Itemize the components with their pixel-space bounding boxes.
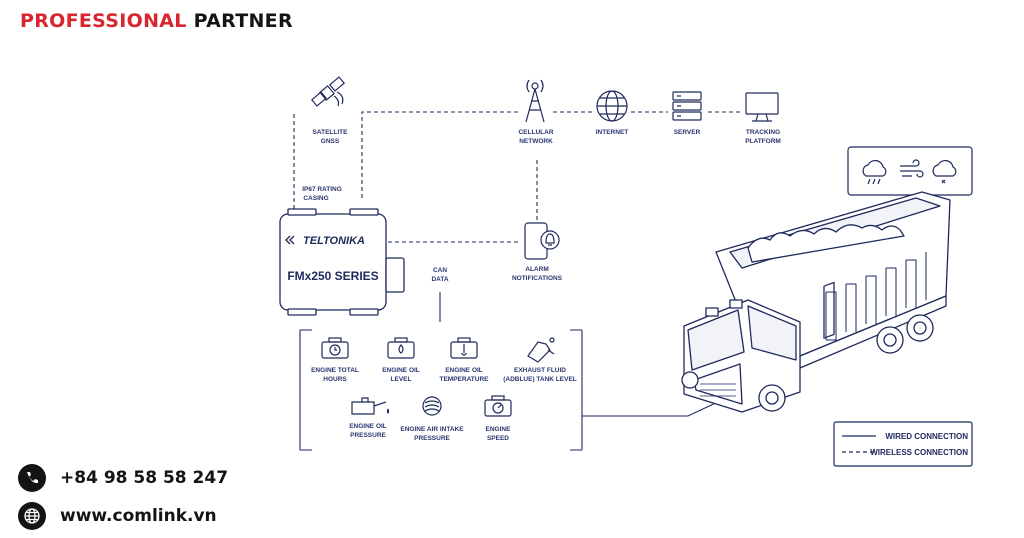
satellite-icon (310, 76, 346, 107)
label-can-1: CAN (433, 267, 447, 274)
brand-partner: PARTNER (193, 10, 293, 32)
label-internet: INTERNET (596, 129, 629, 136)
label-cellular-2: NETWORK (519, 138, 553, 145)
phone-contact[interactable]: +84 98 58 58 247 (18, 464, 228, 492)
label-casing-2: CASING (303, 195, 328, 202)
legend-wired-label: WIRED CONNECTION (885, 432, 968, 441)
website-url[interactable]: www.comlink.vn (60, 506, 217, 526)
sensor-label-6a: ENGINE AIR INTAKE (400, 426, 464, 433)
label-alarm-2: NOTIFICATIONS (512, 275, 563, 282)
engine-oil-temperature-icon (450, 337, 478, 359)
label-satellite-1: SATELLITE (313, 129, 349, 136)
globe-icon (596, 90, 628, 122)
sensor-label-3a: ENGINE OIL (445, 367, 483, 374)
label-server: SERVER (674, 129, 701, 136)
server-icon (672, 91, 702, 121)
label-cellular-1: CELLULAR (518, 129, 553, 136)
sensor-label-7b: SPEED (487, 435, 509, 442)
label-platform-1: TRACKING (746, 129, 780, 136)
oil-can-icon (351, 397, 390, 415)
engine-oil-level-icon (387, 337, 415, 359)
phone-number[interactable]: +84 98 58 58 247 (60, 468, 229, 488)
link-device-cellular (361, 111, 518, 198)
sensor-label-5a: ENGINE OIL (349, 423, 387, 430)
sensor-label-4a: EXHAUST FLUID (514, 367, 566, 374)
monitor-icon (745, 92, 779, 122)
sensor-label-5b: PRESSURE (350, 432, 386, 439)
teltonika-device (279, 208, 405, 316)
legend-wireless-label: WIRELESS CONNECTION (870, 448, 968, 457)
sensor-label-4b: (ADBLUE) TANK LEVEL (503, 376, 577, 383)
cell-tower-icon (525, 79, 545, 123)
device-brand: TELTONIKA (303, 235, 365, 247)
connection-legend (833, 421, 973, 467)
fuel-nozzle-icon (527, 337, 555, 363)
snow-cloud-icon (932, 159, 957, 184)
link-sensors-truck (582, 399, 723, 417)
sensor-bracket-right (570, 329, 583, 451)
sensor-label-1a: ENGINE TOTAL (311, 367, 359, 374)
brand-header: PROFESSIONAL PARTNER (20, 10, 293, 32)
alarm-phone-icon (524, 222, 560, 260)
label-can-2: DATA (431, 276, 448, 283)
sensor-label-1b: HOURS (323, 376, 347, 383)
website-contact[interactable]: www.comlink.vn (18, 502, 217, 530)
phone-icon (18, 464, 46, 492)
label-platform-2: PLATFORM (745, 138, 781, 145)
dump-truck-illustration (681, 191, 951, 413)
sensor-label-7a: ENGINE (486, 426, 512, 433)
brand-professional: PROFESSIONAL (20, 10, 187, 32)
label-casing-1: IP67 RATING (302, 186, 342, 193)
sensor-label-2b: LEVEL (391, 376, 412, 383)
device-series: FMx250 SERIES (287, 269, 378, 283)
rain-cloud-icon (862, 159, 887, 185)
sensor-label-3b: TEMPERATURE (440, 376, 490, 383)
engine-hours-icon (321, 337, 349, 359)
label-satellite-2: GNSS (321, 138, 340, 145)
sensor-bracket-left (299, 329, 312, 451)
globe-icon (18, 502, 46, 530)
sensor-label-2a: ENGINE OIL (382, 367, 420, 374)
label-alarm-1: ALARM (525, 266, 548, 273)
air-intake-icon (422, 396, 442, 416)
sensor-label-6b: PRESSURE (414, 435, 450, 442)
weather-panel (847, 146, 973, 196)
engine-speed-icon (484, 395, 512, 417)
wind-icon (900, 159, 924, 178)
